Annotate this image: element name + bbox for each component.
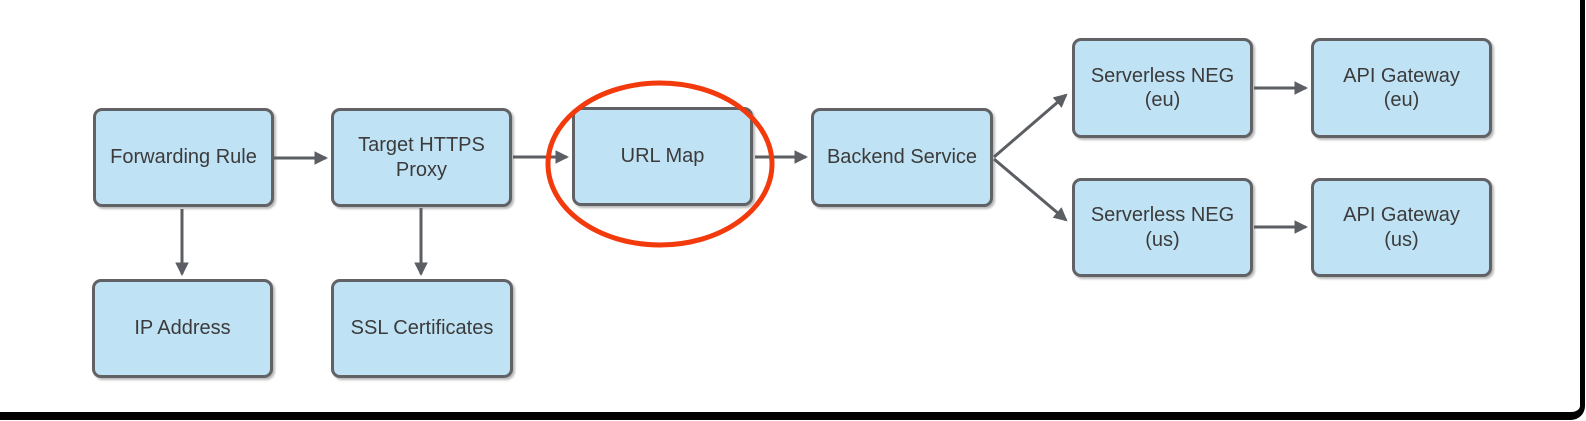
node-forwarding-rule-label: Forwarding Rule	[110, 146, 257, 169]
node-forwarding-rule: Forwarding Rule	[93, 108, 274, 207]
node-backend-service: Backend Service	[811, 108, 993, 207]
node-ip-address: IP Address	[92, 279, 273, 378]
node-serverless-neg-eu: Serverless NEG (eu)	[1072, 38, 1253, 138]
node-serverless-neg-us: Serverless NEG (us)	[1072, 178, 1253, 277]
node-api-gateway-eu: API Gateway (eu)	[1311, 38, 1492, 138]
node-target-https-proxy-label: Target HTTPS Proxy	[358, 134, 485, 181]
node-ssl-certificates-label: SSL Certificates	[350, 317, 494, 340]
node-serverless-neg-us-label: Serverless NEG (us)	[1090, 204, 1235, 251]
node-api-gateway-us-label: API Gateway (us)	[1343, 204, 1460, 251]
node-target-https-proxy: Target HTTPS Proxy	[331, 108, 512, 207]
node-url-map: URL Map	[572, 107, 753, 206]
node-url-map-label: URL Map	[620, 145, 705, 168]
node-api-gateway-us: API Gateway (us)	[1311, 178, 1492, 277]
node-ssl-certificates: SSL Certificates	[331, 279, 513, 378]
node-serverless-neg-eu-label: Serverless NEG (eu)	[1090, 64, 1235, 111]
node-api-gateway-eu-label: API Gateway (eu)	[1343, 64, 1460, 111]
connector-backend-service-to-serverless-neg-us	[993, 157, 1068, 222]
node-backend-service-label: Backend Service	[826, 146, 978, 169]
node-ip-address-label: IP Address	[134, 317, 231, 340]
connector-backend-service-to-serverless-neg-eu	[993, 93, 1068, 159]
